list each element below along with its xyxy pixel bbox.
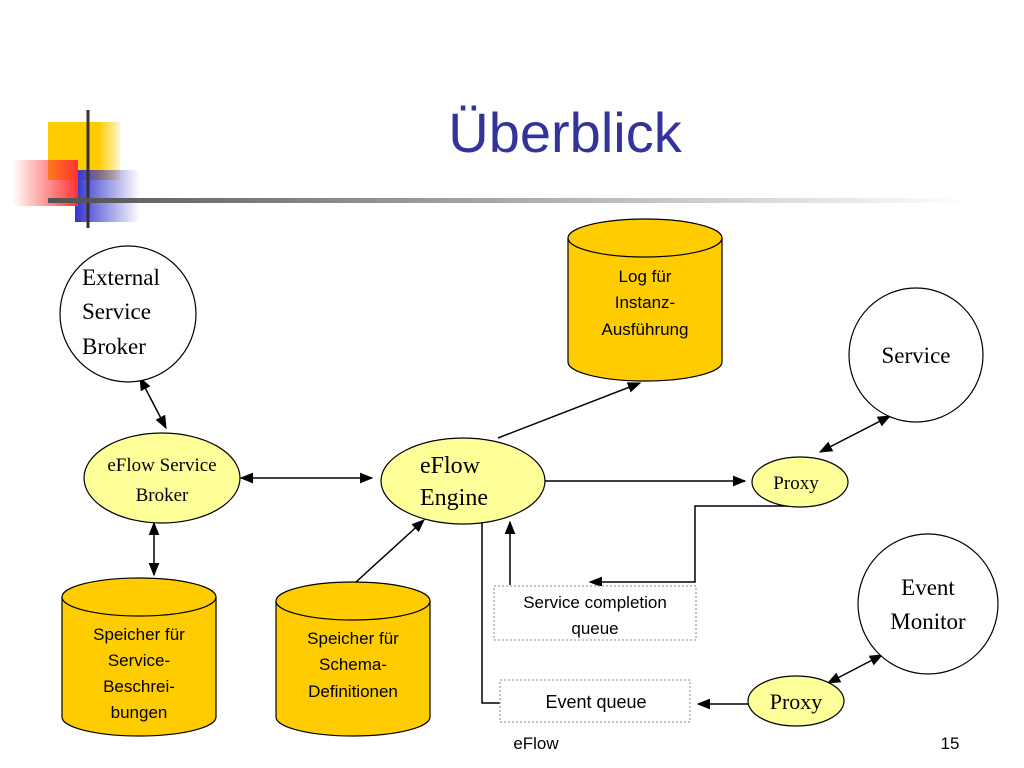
service-completion-queue-box: Service completion queue	[493, 585, 697, 641]
node-label: Beschrei-	[103, 677, 175, 696]
service-descr-store-cylinder: Speicher für Service- Beschrei- bungen	[61, 577, 217, 737]
node-label: Monitor	[890, 609, 966, 634]
title-underline	[48, 198, 968, 203]
node-label: Instanz-	[615, 293, 675, 312]
node-label: Speicher für	[307, 629, 399, 648]
node-label: Log für	[619, 267, 672, 286]
node-label: eFlow Service	[107, 455, 216, 476]
node-label: Ausführung	[602, 320, 689, 339]
node-label: Definitionen	[308, 682, 398, 701]
node-label: Broker	[136, 485, 189, 506]
node-label: Proxy	[770, 689, 823, 714]
connector-external-to-broker	[139, 376, 167, 430]
event-queue-box: Event queue	[499, 679, 691, 723]
decorative-logo	[12, 110, 968, 228]
node-label: Service	[882, 343, 951, 368]
node-label: Event	[901, 575, 955, 600]
node-label: Schema-	[319, 655, 387, 674]
node-label: External	[82, 265, 160, 290]
footer-title: eFlow	[513, 734, 559, 753]
connector-proxy-to-scq	[588, 505, 800, 588]
connector-engine-to-log	[497, 382, 642, 439]
node-label: Service completion	[523, 593, 667, 612]
eflow-engine-node: eFlow Engine	[380, 437, 546, 525]
node-label: Speicher für	[93, 625, 185, 644]
event-monitor-node: Event Monitor	[857, 533, 999, 675]
page-number: 15	[940, 734, 960, 753]
connector-eventqueue-to-engine	[481, 520, 500, 704]
node-label: Broker	[82, 334, 146, 359]
service-node: Service	[848, 287, 984, 423]
node-label: bungen	[111, 703, 168, 722]
eflow-service-broker-node: eFlow Service Broker	[83, 432, 241, 524]
slide-title: Überblick	[448, 101, 682, 164]
node-label: Engine	[420, 485, 488, 511]
log-store-cylinder: Log für Instanz- Ausführung	[567, 218, 723, 382]
connector-proxy-to-monitor	[826, 654, 884, 684]
connector-schema-to-engine	[355, 519, 425, 583]
node-label: Event queue	[545, 692, 646, 712]
proxy-top-node: Proxy	[751, 456, 849, 508]
connector-proxy-to-service	[818, 415, 892, 453]
deco-blue-square	[75, 170, 140, 222]
node-label: queue	[571, 619, 618, 638]
connections	[139, 376, 892, 710]
node-label: Service	[82, 299, 151, 324]
node-label: Proxy	[773, 473, 819, 494]
schema-store-cylinder: Speicher für Schema- Definitionen	[275, 581, 431, 737]
node-label: eFlow	[420, 453, 481, 479]
proxy-bottom-node: Proxy	[747, 675, 845, 727]
external-service-broker-node: External Service Broker	[59, 245, 197, 383]
node-label: Service-	[108, 651, 170, 670]
